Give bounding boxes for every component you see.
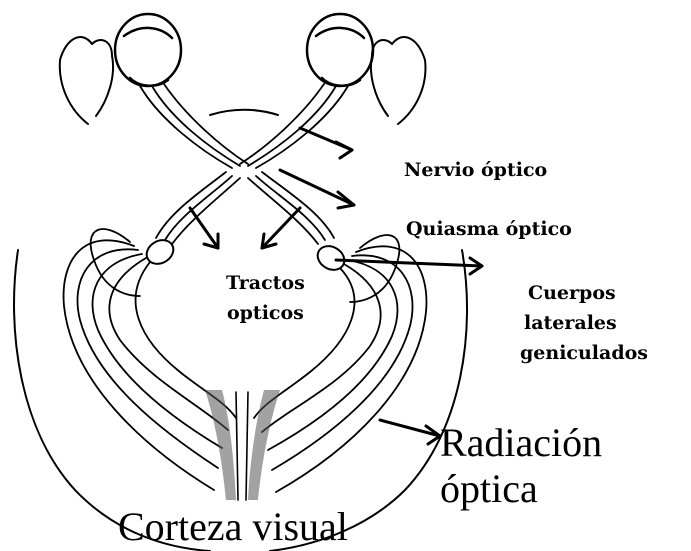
optic-nerves	[140, 84, 348, 168]
left-eye	[115, 14, 181, 86]
optic-tracts-label-line-1: Tractos	[226, 268, 305, 298]
lateral-geniculate-label: Cuerpos laterales geniculados	[520, 278, 648, 368]
optic-nerve-label: Nervio óptico	[404, 155, 547, 185]
lateral-geniculate-label-line-3: geniculados	[520, 338, 648, 368]
visual-cortex-label: Corteza visual	[118, 504, 348, 550]
right-eye	[307, 14, 373, 86]
optic-tracts-label: Tractos opticos	[226, 268, 305, 328]
lateral-geniculate-label-line-1: Cuerpos	[520, 278, 648, 308]
optic-tracts-label-line-2: opticos	[226, 298, 305, 328]
lateral-geniculate-label-line-2: laterales	[520, 308, 648, 338]
optic-radiation-left	[64, 229, 236, 490]
optic-chiasm-label: Quiasma óptico	[406, 214, 572, 244]
optic-radiation-label-line-2: óptica	[440, 466, 602, 512]
optic-radiation-label-line-1: Radiación	[440, 420, 602, 466]
midline	[236, 392, 248, 500]
optic-radiation-label: Radiación óptica	[440, 420, 602, 512]
